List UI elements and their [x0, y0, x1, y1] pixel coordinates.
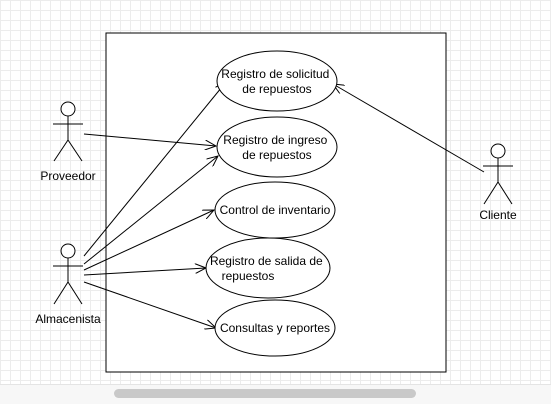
use-case-label: Control de inventario: [220, 203, 331, 217]
associations: [83, 82, 485, 328]
association-almacenista-consultas-reportes[interactable]: [83, 281, 216, 328]
actor-label-almacenista: Almacenista: [35, 312, 101, 326]
actor-label-cliente: Cliente: [479, 208, 517, 222]
use-case-label: de repuestos: [242, 82, 311, 96]
association-almacenista-registro-solicitud[interactable]: [83, 82, 226, 257]
actor-almacenista[interactable]: [53, 243, 83, 305]
svg-text:Control de inventario: Control de inventario: [220, 203, 331, 217]
svg-text:Consultas y reportes: Consultas y reportes: [220, 321, 330, 335]
use-case-consultas-reportes[interactable]: Consultas y reportes: [214, 299, 336, 357]
association-almacenista-registro-ingreso[interactable]: [83, 156, 218, 265]
actor-proveedor[interactable]: [53, 101, 83, 162]
actor-label-proveedor: Proveedor: [40, 169, 95, 183]
actor-head: [490, 143, 506, 159]
actor-head: [60, 101, 76, 117]
actor-cliente[interactable]: [483, 143, 513, 205]
use-case-label: Consultas y reportes: [220, 321, 330, 335]
association-almacenista-control-inventario[interactable]: [83, 210, 214, 271]
use-case-label: Registro de ingreso: [223, 133, 327, 147]
association-proveedor-registro-ingreso[interactable]: [83, 133, 216, 146]
use-case-label: Registro de salida de: [210, 254, 323, 268]
use-case-control-inventario[interactable]: Control de inventario: [214, 181, 336, 239]
svg-text:Registro de solicitud de: Registro de solicitud de repuestos: [221, 67, 332, 96]
use-case-label: repuestos: [222, 269, 275, 283]
use-case-registro-solicitud[interactable]: Registro de solicitud de repuestos: [216, 50, 338, 112]
scrollbar-thumb[interactable]: [114, 389, 416, 398]
association-almacenista-registro-salida[interactable]: [83, 268, 206, 276]
svg-text:Registro de ingreso de r: Registro de ingreso de repuestos: [223, 133, 330, 162]
actor-head: [60, 243, 76, 259]
svg-text:Registro de salida de re: Registro de salida de repuestos: [210, 254, 326, 283]
association-cliente-registro-solicitud[interactable]: [333, 84, 485, 173]
use-case-label: Registro de solicitud: [221, 67, 329, 81]
use-case-registro-salida[interactable]: Registro de salida de repuestos: [205, 237, 331, 299]
horizontal-scrollbar[interactable]: [0, 384, 551, 404]
use-case-label: de repuestos: [242, 148, 311, 162]
use-case-registro-ingreso[interactable]: Registro de ingreso de repuestos: [216, 116, 338, 178]
